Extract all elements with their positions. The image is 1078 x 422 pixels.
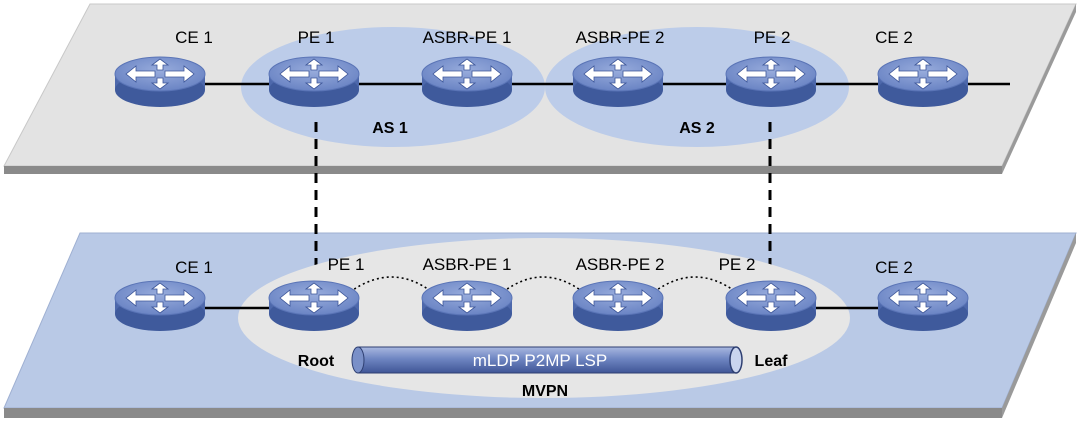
top-label-ce2: CE 2 <box>875 28 913 47</box>
bottom-label-ce1: CE 1 <box>175 258 213 277</box>
bottom-label-pe1: PE 1 <box>328 255 365 274</box>
top-label-pe2: PE 2 <box>754 28 791 47</box>
root-label: Root <box>298 353 335 370</box>
top-router-asbr-pe2[interactable] <box>572 56 664 108</box>
bottom-router-pe1[interactable] <box>268 280 360 332</box>
bottom-label-asbr-pe1: ASBR-PE 1 <box>423 255 512 274</box>
bottom-router-pe2[interactable] <box>725 280 817 332</box>
bottom-router-ce1[interactable] <box>114 280 206 332</box>
top-label-pe1: PE 1 <box>298 28 335 47</box>
bottom-label-asbr-pe2: ASBR-PE 2 <box>576 255 665 274</box>
mvpn-label: MVPN <box>522 383 568 400</box>
top-label-ce1: CE 1 <box>175 28 213 47</box>
as2-label: AS 2 <box>679 120 715 137</box>
lsp-label: mLDP P2MP LSP <box>473 351 608 370</box>
bottom-router-asbr-pe1[interactable] <box>421 280 513 332</box>
top-router-pe1[interactable] <box>268 56 360 108</box>
top-label-asbr-pe2: ASBR-PE 2 <box>576 28 665 47</box>
as1-label: AS 1 <box>372 120 408 137</box>
top-router-ce2[interactable] <box>877 56 969 108</box>
top-router-asbr-pe1[interactable] <box>421 56 513 108</box>
bottom-router-asbr-pe2[interactable] <box>572 280 664 332</box>
top-label-asbr-pe1: ASBR-PE 1 <box>423 28 512 47</box>
bottom-label-pe2: PE 2 <box>719 255 756 274</box>
leaf-label: Leaf <box>755 353 789 370</box>
bottom-router-ce2[interactable] <box>877 280 969 332</box>
top-router-ce1[interactable] <box>114 56 206 108</box>
mldp-p2mp-lsp-tube <box>351 346 743 374</box>
bottom-label-ce2: CE 2 <box>875 258 913 277</box>
top-router-pe2[interactable] <box>725 56 817 108</box>
